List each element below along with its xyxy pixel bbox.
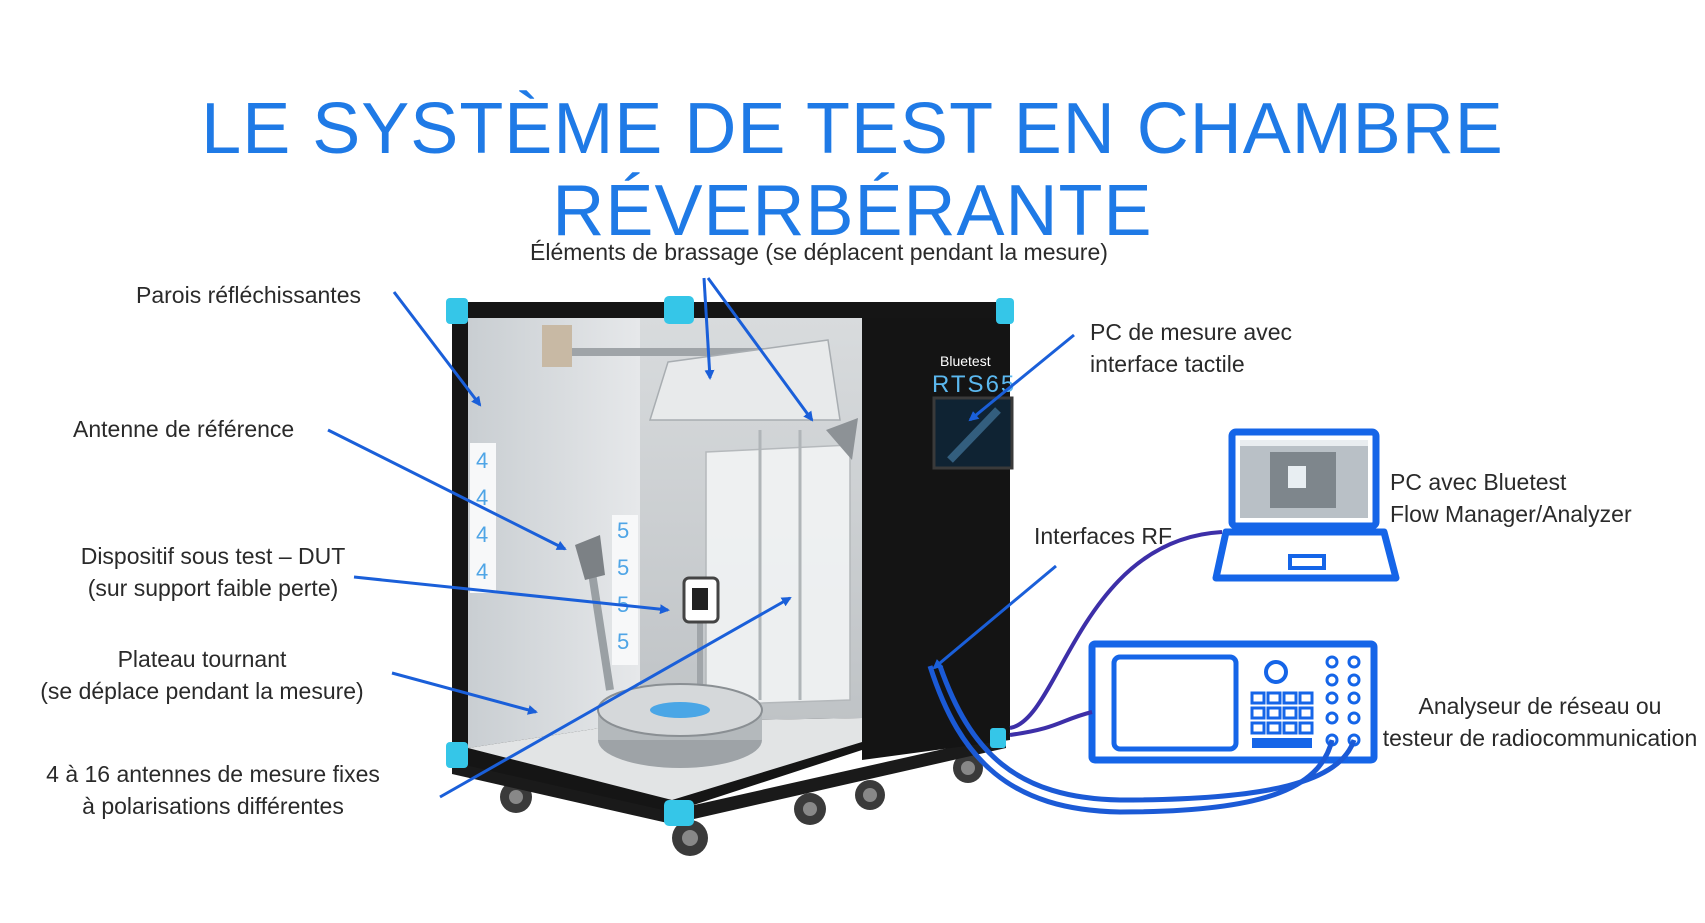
arrow-antennes xyxy=(439,596,792,799)
label-pc-mesure-line2: interface tactile xyxy=(1090,351,1245,377)
laptop-icon xyxy=(1212,428,1400,582)
arrow-parois xyxy=(392,291,482,407)
turntable xyxy=(597,683,763,768)
label-pc-mesure: PC de mesure avec interface tactile xyxy=(1090,316,1292,380)
label-analyseur-line2: testeur de radiocommunication xyxy=(1382,725,1698,751)
measurement-antennas: 4 4 4 4 5 5 5 5 xyxy=(470,443,638,665)
label-pc-bluetest: PC avec Bluetest Flow Manager/Analyzer xyxy=(1390,466,1632,530)
arrow-brassage-2 xyxy=(706,277,814,422)
page-title: LE SYSTÈME DE TEST EN CHAMBRE RÉVERBÉRAN… xyxy=(201,89,1504,251)
label-dut: Dispositif sous test – DUT (sur support … xyxy=(68,540,358,604)
label-dut-line2: (sur support faible perte) xyxy=(87,575,339,601)
label-dut-line1: Dispositif sous test – DUT xyxy=(80,543,346,569)
antenna-tag: 4 xyxy=(476,559,488,584)
antenna-tag: 4 xyxy=(476,485,488,510)
label-analyseur: Analyseur de réseau ou testeur de radioc… xyxy=(1380,690,1700,754)
reverberation-chamber: 4 4 4 4 5 5 5 5 Bluetest RTS65 xyxy=(446,296,1014,856)
stirrer-reflector xyxy=(826,418,858,460)
chamber-brand: Bluetest xyxy=(940,353,991,369)
label-analyseur-line1: Analyseur de réseau ou xyxy=(1418,693,1662,719)
stirrer-plate-front xyxy=(705,444,851,706)
network-analyzer-icon xyxy=(1088,640,1378,764)
label-plateau-line2: (se déplace pendant la mesure) xyxy=(40,678,364,704)
antenna-tag: 5 xyxy=(617,518,629,543)
label-plateau: Plateau tournant (se déplace pendant la … xyxy=(32,643,372,707)
arrow-pc-mesure xyxy=(968,333,1075,422)
antenna-tag: 4 xyxy=(476,448,488,473)
label-pc-mesure-line1: PC de mesure avec xyxy=(1090,319,1292,345)
callout-arrows xyxy=(327,277,1075,799)
label-plateau-line1: Plateau tournant xyxy=(117,646,287,672)
label-interfaces-rf: Interfaces RF xyxy=(1034,523,1173,549)
label-antennes-line1: 4 à 16 antennes de mesure fixes xyxy=(46,761,380,787)
label-pc-bluetest-line1: PC avec Bluetest xyxy=(1390,469,1567,495)
label-antennes: 4 à 16 antennes de mesure fixes à polari… xyxy=(38,758,388,822)
stirrer-motor xyxy=(542,325,572,367)
chamber-wheels xyxy=(500,753,983,856)
arrow-antenne-ref xyxy=(327,428,567,551)
reference-antenna xyxy=(575,535,614,691)
dut-device xyxy=(682,576,720,700)
antenna-tag: 5 xyxy=(617,629,629,654)
antenna-tag: 4 xyxy=(476,522,488,547)
label-brassage: Éléments de brassage (se déplacent penda… xyxy=(530,239,1108,265)
arrow-brassage-1 xyxy=(702,277,715,380)
stirrer-rod xyxy=(545,348,795,356)
stirrer-plate-upper xyxy=(648,339,841,421)
reflective-wall-left xyxy=(468,318,640,748)
rf-cables xyxy=(927,530,1357,815)
arrow-interfaces-rf xyxy=(932,564,1057,670)
corner-brackets xyxy=(446,296,1014,826)
label-pc-bluetest-line2: Flow Manager/Analyzer xyxy=(1390,501,1632,527)
arrow-plateau xyxy=(391,671,538,715)
arrow-dut xyxy=(353,575,670,615)
chamber-base xyxy=(452,735,1006,824)
label-antennes-line2: à polarisations différentes xyxy=(82,793,344,819)
label-antenne-ref: Antenne de référence xyxy=(73,416,295,442)
antenna-tag: 5 xyxy=(617,555,629,580)
label-parois: Parois réfléchissantes xyxy=(136,282,361,308)
